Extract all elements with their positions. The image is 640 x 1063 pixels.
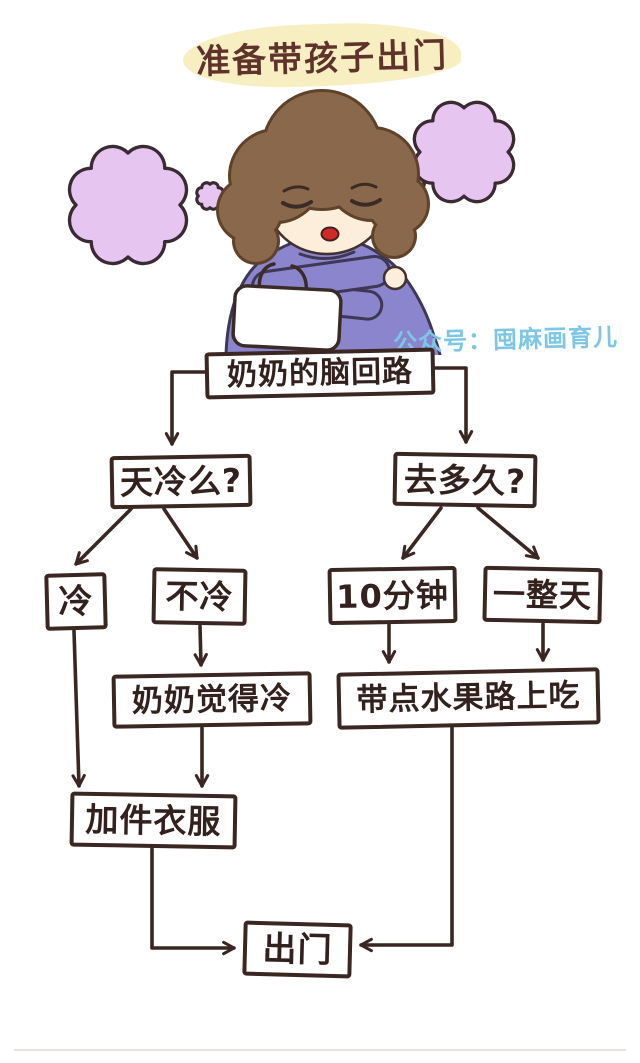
edge-root-cold-q bbox=[164, 370, 208, 446]
grandma-collar bbox=[298, 250, 356, 260]
edge-cold-q-not-cold bbox=[162, 507, 199, 560]
grandma-hand bbox=[382, 265, 408, 291]
edge-root-duration-q bbox=[432, 366, 474, 444]
flow-node-whole-day: 一整天 bbox=[482, 565, 603, 625]
flow-node-ten-minutes: 10分钟 bbox=[327, 565, 458, 626]
bottom-divider bbox=[14, 1049, 626, 1051]
edge-cold-add-clothes bbox=[71, 629, 86, 788]
thought-cloud-large-left bbox=[67, 144, 189, 266]
edge-fruit-go-out bbox=[359, 726, 454, 953]
flow-node-root: 奶奶的脑回路 bbox=[204, 347, 436, 400]
flow-node-grandma-feels-cold: 奶奶觉得冷 bbox=[111, 671, 313, 729]
edge-not-cold-grandma-cold bbox=[193, 624, 208, 667]
flow-node-bring-fruit: 带点水果路上吃 bbox=[336, 667, 601, 730]
grandma-hair bbox=[216, 89, 430, 265]
edge-add-clothes-go-out bbox=[150, 847, 236, 956]
edge-duration-q-whole-day bbox=[476, 506, 540, 560]
flow-node-add-clothes: 加件衣服 bbox=[69, 791, 238, 850]
handbag bbox=[231, 262, 343, 352]
grandma-mouth bbox=[320, 226, 340, 242]
flow-node-go-out: 出门 bbox=[242, 920, 353, 979]
grandma-illustration bbox=[67, 89, 516, 355]
edge-cold-q-cold bbox=[74, 507, 133, 566]
thought-cloud-large-right bbox=[412, 100, 516, 204]
page-title: 准备带孩子出门 bbox=[195, 35, 449, 82]
flow-node-cold-question: 天冷么? bbox=[109, 453, 253, 510]
edge-duration-q-ten-min bbox=[401, 506, 443, 560]
grandma-eyebrows bbox=[282, 182, 378, 193]
flow-node-not-cold: 不冷 bbox=[151, 567, 248, 626]
flow-node-duration-question: 去多久? bbox=[392, 451, 538, 509]
flow-node-cold: 冷 bbox=[44, 572, 108, 631]
grandma-closed-eyes bbox=[281, 198, 382, 209]
